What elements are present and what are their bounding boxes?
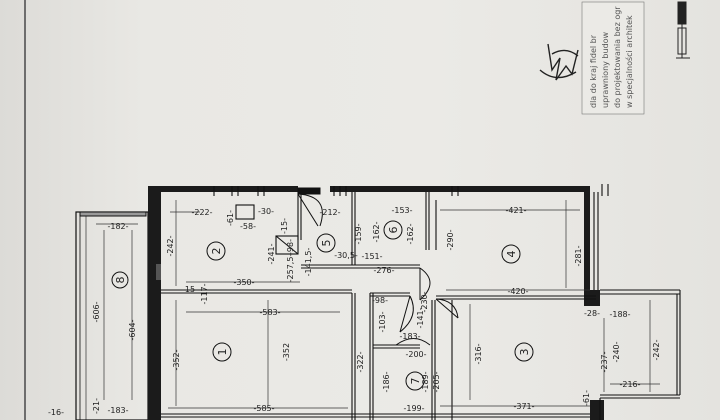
- dimension-lines: [96, 200, 660, 409]
- architect-signature: [539, 43, 579, 81]
- dimension-label: -162-: [406, 223, 415, 244]
- dimension-label: -183-: [107, 406, 128, 415]
- dimension-label: -61-: [582, 390, 591, 406]
- dimension-label: -141,5-: [304, 248, 313, 277]
- stamp-text-line: dla do kraj fidel br: [589, 34, 598, 108]
- room-6-number: 6: [387, 227, 400, 234]
- dimension-label: -159-: [354, 223, 363, 244]
- bathroom-door-leaf: [297, 187, 321, 195]
- dimension-label: -98-: [286, 239, 295, 255]
- interior-partitions: [161, 184, 681, 420]
- dimension-label: -237-: [600, 351, 609, 372]
- room-4-number: 4: [505, 251, 518, 258]
- dimension-label: -15-: [182, 285, 198, 294]
- dimension-label: -103-: [378, 311, 387, 332]
- structural-walls: [148, 186, 604, 420]
- dimension-label: -352-: [172, 349, 181, 370]
- dimension-label: -241-: [267, 243, 276, 264]
- dimension-label: -230-: [420, 291, 429, 312]
- dimension-label: -350-: [233, 278, 254, 287]
- dimension-label: -30-: [258, 207, 274, 216]
- dimension-label: -199-: [403, 404, 424, 413]
- room-numbers: 8 2 1 5 6 4 3 7: [114, 227, 531, 385]
- dimension-label: -117-: [200, 283, 209, 304]
- dimension-label: -240-: [612, 341, 621, 362]
- dimension-label: -205-: [432, 371, 441, 392]
- dimension-label: -242-: [652, 339, 661, 360]
- room-1-number: 1: [216, 349, 229, 356]
- dimension-label: -28-: [584, 309, 600, 318]
- dimension-label: -188-: [609, 310, 630, 319]
- dimension-label: -242-: [166, 235, 175, 256]
- dimension-label: -212-: [319, 208, 340, 217]
- dimension-label: -316-: [474, 343, 483, 364]
- stamp-text-line: uprawniony budow: [601, 31, 610, 108]
- dimension-label: -583-: [259, 308, 280, 317]
- balcony-rail-top: [79, 211, 147, 217]
- dimension-label: -222-: [191, 208, 212, 217]
- dimension-label: -58-: [240, 222, 256, 231]
- dimension-label: -189-: [421, 371, 430, 392]
- dimension-label: -585-: [253, 404, 274, 413]
- dimension-label: -420-: [507, 287, 528, 296]
- dimension-label: -200-: [405, 350, 426, 359]
- dimension-label: -186-: [382, 371, 391, 392]
- dimension-label: -182-: [107, 222, 128, 231]
- room-7-number: 7: [409, 378, 422, 385]
- stamp-text-line: do projektowania bez ogr: [613, 6, 622, 108]
- dimension-label: -61-: [226, 210, 235, 226]
- dimension-label: -276-: [373, 266, 394, 275]
- dimension-label: -153-: [391, 206, 412, 215]
- dimension-label: -257,5-: [286, 254, 295, 283]
- dimension-label: -21-: [92, 398, 101, 414]
- dimension-label: -421-: [505, 206, 526, 215]
- dimension-label: -371-: [513, 402, 534, 411]
- dimension-label: -216-: [619, 380, 640, 389]
- dimension-label: -290-: [446, 229, 455, 250]
- dimension-labels: -182- -606- -604- -183- -16- -21- -222- -242- -6…: [48, 206, 661, 417]
- door-swings: [297, 187, 459, 346]
- dimension-label: -98-: [372, 296, 388, 305]
- dimension-label: -162-: [372, 221, 381, 242]
- dimension-label: -151-: [361, 252, 382, 261]
- dimension-label: -16-: [48, 408, 64, 417]
- dimension-label: -352: [282, 343, 291, 361]
- room-5-number: 5: [320, 240, 333, 247]
- dimension-label: -15-: [280, 218, 289, 234]
- room-number-circles: [111, 220, 534, 391]
- room-3-number: 3: [518, 349, 531, 356]
- room-2-number: 2: [210, 248, 223, 255]
- room-8-number: 8: [114, 277, 127, 284]
- dimension-label: -604-: [128, 319, 137, 340]
- dimension-label: -322-: [356, 351, 365, 372]
- dimension-label: -281-: [574, 245, 583, 266]
- dimension-label: -30,5-: [334, 251, 358, 260]
- scale-bar: [676, 1, 690, 59]
- dimension-label: -606-: [92, 301, 101, 322]
- dimension-label: -183-: [399, 332, 420, 341]
- paper-edge: [24, 0, 26, 420]
- dimension-label: -141-: [416, 307, 425, 328]
- stamp-text-line: w specjalności architek: [624, 15, 634, 108]
- balcony-outline: [75, 211, 149, 420]
